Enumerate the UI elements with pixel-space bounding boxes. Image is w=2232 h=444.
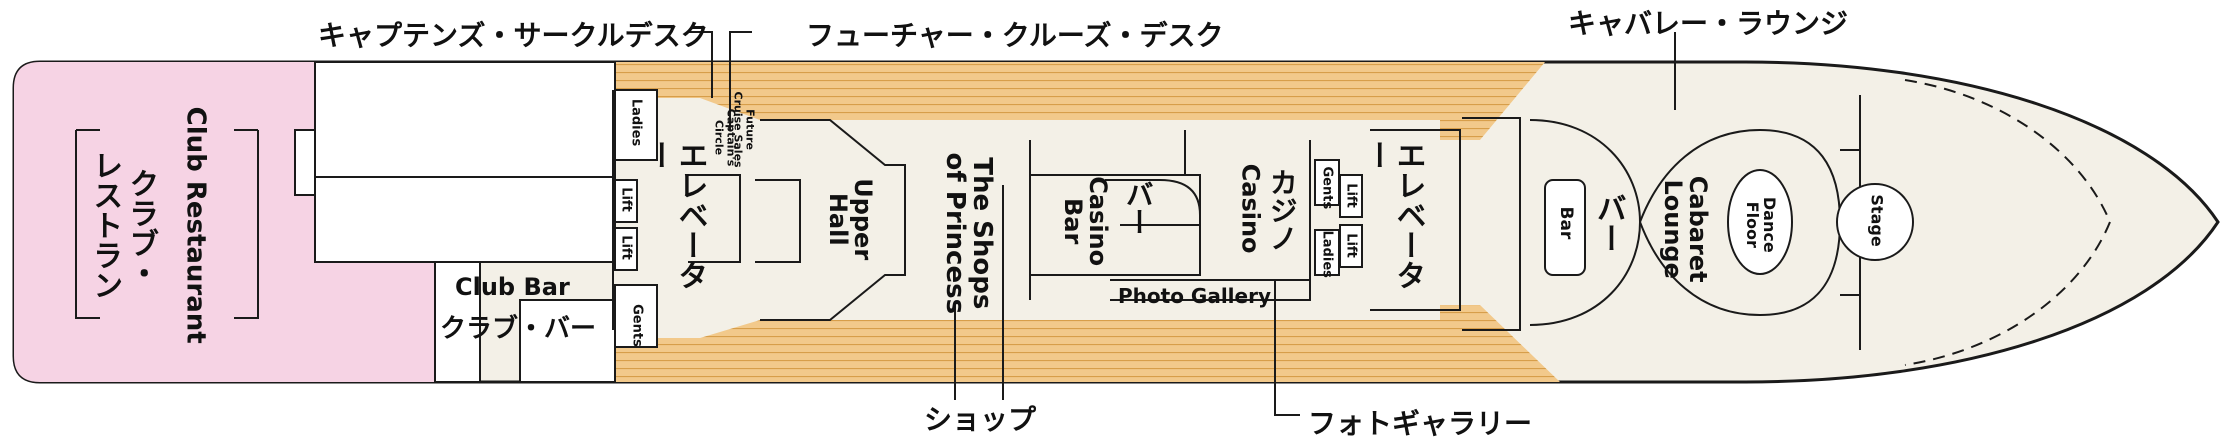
shop-callout: ショップ	[924, 403, 1037, 436]
bar-jp-label-casino: バー	[1121, 180, 1155, 236]
lounge-shapes	[1529, 79, 2112, 366]
bar-jp-label: バー	[1590, 192, 1626, 253]
elevator-label-forward: エレベーター	[641, 140, 708, 290]
lift-label-4: Lift	[1343, 233, 1359, 258]
leader-lines	[687, 31, 1676, 416]
gents-label-forward: Gents	[629, 304, 645, 347]
elevator-label-aft: エレベーター	[1359, 140, 1426, 290]
stage-label: Stage	[1867, 194, 1887, 247]
club-bar-label: Club Bar	[455, 273, 570, 301]
future-cruise-callout: フューチャー・クルーズ・デスク	[806, 19, 1224, 52]
casino-jp-label: カジノ	[1265, 168, 1299, 252]
restaurant-bracket	[75, 129, 259, 319]
promenade-bottom	[613, 305, 1560, 382]
gents-label-aft: Gents	[1319, 166, 1335, 210]
ladies-label-aft: Ladies	[1319, 230, 1335, 278]
ladies-label-forward: Ladies	[628, 98, 644, 147]
promenade-top	[613, 62, 1545, 140]
club-restaurant-label: Club Restaurant	[180, 106, 211, 344]
lobby-walls	[612, 89, 1521, 348]
lift-label-3: Lift	[1343, 183, 1359, 208]
photo-gallery-callout: フォトギャラリー	[1308, 407, 1533, 440]
photo-gallery-label: Photo Gallery	[1118, 284, 1271, 308]
club-bar-jp-label: クラブ・バー	[440, 314, 597, 344]
captains-circle-callout: キャプテンズ・サークルデスク	[318, 19, 709, 52]
service-blocks	[294, 61, 616, 383]
bar-label: Bar	[1555, 206, 1576, 240]
casino-label: Casino	[1236, 163, 1265, 254]
lift-label-1: Lift	[618, 187, 634, 212]
club-restaurant-jp-label-1: クラブ・	[123, 167, 159, 288]
cabaret-lounge-callout: キャバレー・ラウンジ	[1568, 7, 1849, 40]
club-restaurant-jp-label-2: レストラン	[87, 150, 123, 300]
lift-label-2: Lift	[618, 235, 634, 260]
